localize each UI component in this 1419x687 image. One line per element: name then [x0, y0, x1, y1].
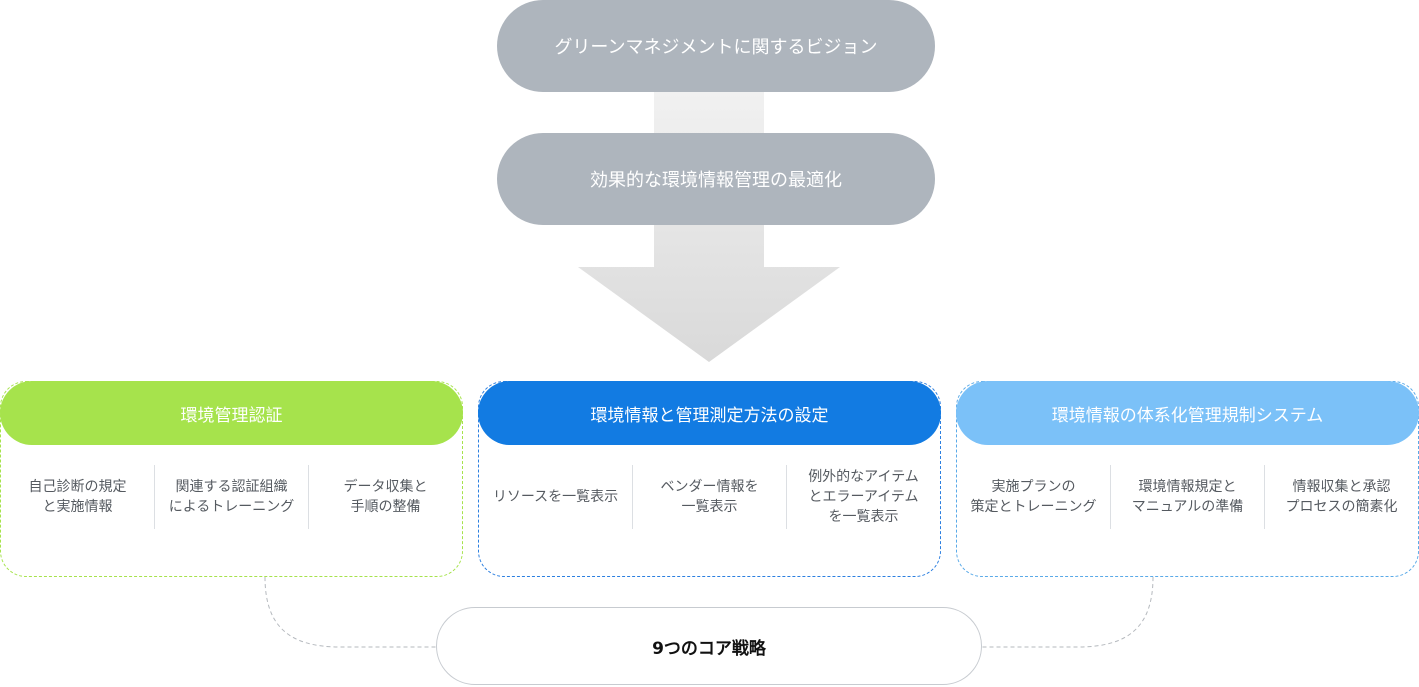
strategy-card-regulation-system: 環境情報の体系化管理規制システム 実施プランの 策定とトレーニング 環境情報規定… — [956, 381, 1419, 577]
strategy-item: リソースを一覧表示 — [492, 489, 619, 505]
goal-pill: 効果的な環境情報管理の最適化 — [497, 133, 935, 225]
vision-pill: グリーンマネジメントに関するビジョン — [497, 0, 935, 92]
strategy-card-certification: 環境管理認証 自己診断の規定 と実施情報 関連する認証組織 によるトレーニング … — [0, 381, 463, 577]
strategy-card-title: 環境情報の体系化管理規制システム — [1051, 405, 1324, 426]
strategy-item: 情報収集と承認 プロセスの簡素化 — [1264, 465, 1418, 529]
strategy-item: データ収集と 手順の整備 — [308, 465, 462, 529]
strategy-card-title: 環境管理認証 — [180, 405, 283, 426]
strategy-items: リソースを一覧表示 ベンダー情報を 一覧表示 例外的なアイテム とエラーアイテム… — [479, 465, 940, 529]
strategy-item: 関連する認証組織 によるトレーニング — [154, 465, 308, 529]
strategy-card-header: 環境情報の体系化管理規制システム — [956, 381, 1419, 445]
strategy-card-title: 環境情報と管理測定方法の設定 — [590, 405, 829, 426]
goal-label: 効果的な環境情報管理の最適化 — [590, 170, 842, 191]
strategy-item: 実施プランの 策定とトレーニング — [970, 479, 1097, 515]
core-strategy-pill: 9つのコア戦略 — [436, 607, 982, 685]
left-connector — [264, 577, 436, 648]
right-connector — [982, 577, 1154, 648]
down-arrow — [578, 92, 840, 362]
strategy-card-header: 環境管理認証 — [0, 381, 463, 445]
connector-lines — [264, 577, 1154, 648]
vision-label: グリーンマネジメントに関するビジョン — [554, 37, 878, 58]
strategy-item: 例外的なアイテム とエラーアイテム を一覧表示 — [786, 465, 940, 529]
strategy-items: 自己診断の規定 と実施情報 関連する認証組織 によるトレーニング データ収集と … — [1, 465, 462, 529]
strategy-card-measurement: 環境情報と管理測定方法の設定 リソースを一覧表示 ベンダー情報を 一覧表示 例外… — [478, 381, 941, 577]
strategy-item: 自己診断の規定 と実施情報 — [28, 479, 127, 515]
core-strategy-label: 9つのコア戦略 — [652, 638, 766, 659]
strategy-card-header: 環境情報と管理測定方法の設定 — [478, 381, 941, 445]
strategy-item: 環境情報規定と マニュアルの準備 — [1110, 465, 1264, 529]
strategy-items: 実施プランの 策定とトレーニング 環境情報規定と マニュアルの準備 情報収集と承… — [957, 465, 1418, 529]
strategy-item: ベンダー情報を 一覧表示 — [632, 465, 786, 529]
